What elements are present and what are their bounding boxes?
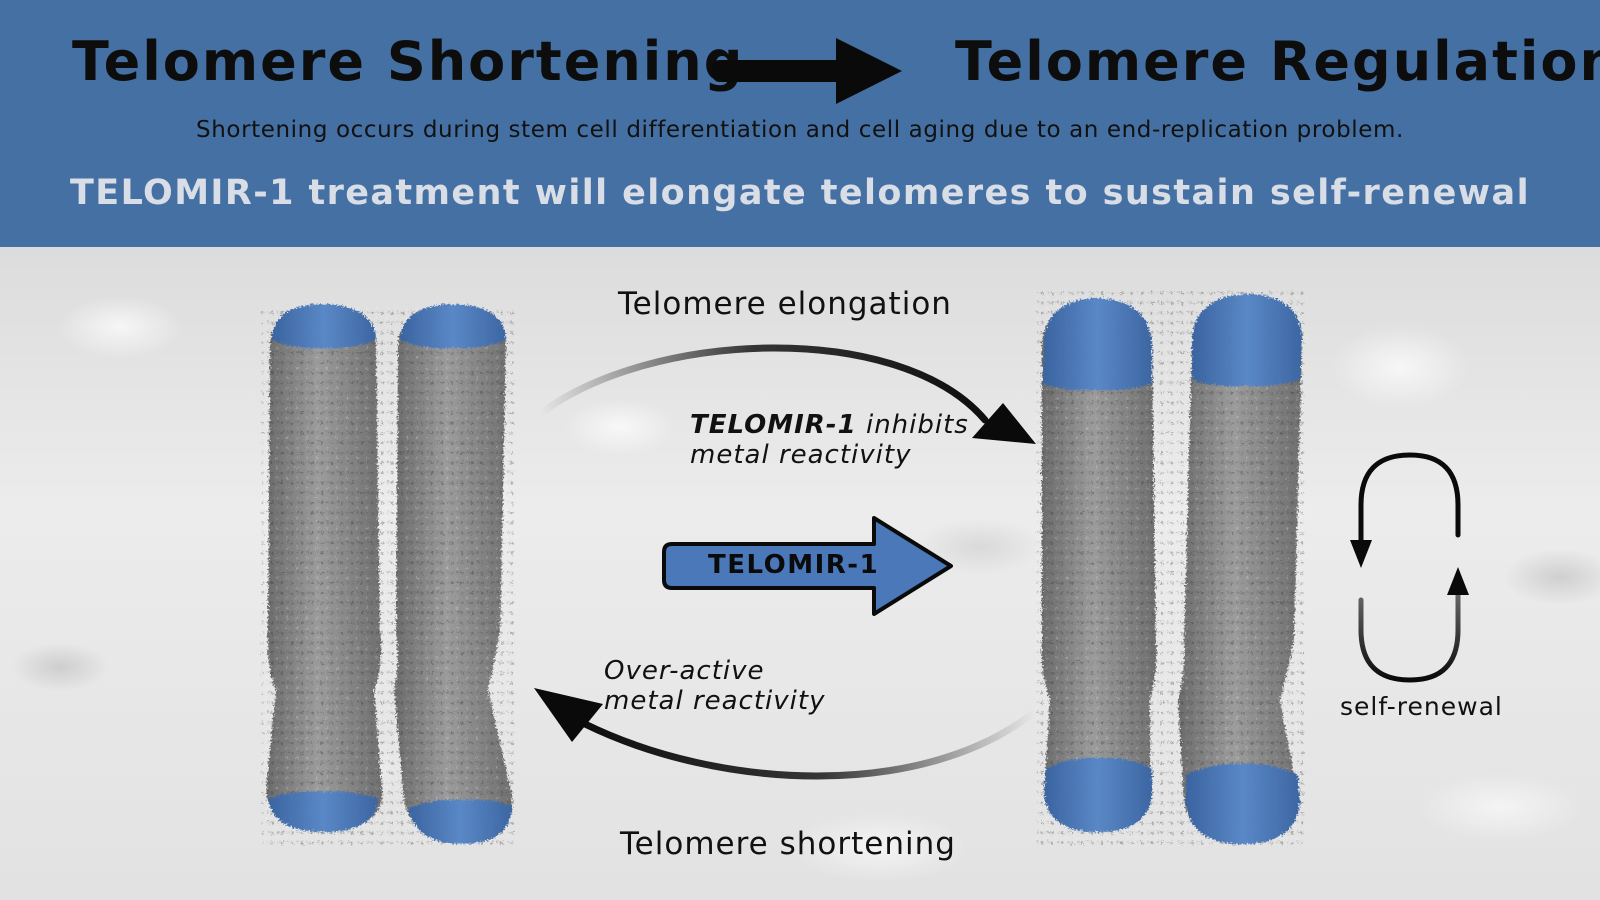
chromatid-texture xyxy=(262,305,517,845)
telomere-cap-bottom-right xyxy=(408,799,512,844)
title-telomere-shortening: Telomere Shortening xyxy=(72,30,745,93)
chromosome-shortened xyxy=(262,304,517,845)
shortening-label: Telomere shortening xyxy=(620,826,956,862)
right-arrow-icon xyxy=(712,38,902,104)
inhibits-caption: TELOMIR-1 inhibits xyxy=(690,410,969,440)
overactive-caption-line2: metal reactivity xyxy=(604,686,826,716)
chromosome-elongated xyxy=(1035,292,1307,847)
telomere-cap-bottom-left xyxy=(1044,757,1152,832)
elongation-arrow xyxy=(536,344,1036,444)
telomere-cap-top-right xyxy=(400,304,506,349)
telomere-cap-top-left xyxy=(272,304,376,349)
header-banner xyxy=(0,0,1600,247)
telomere-cap-bottom-right xyxy=(1186,763,1300,844)
header-subtitle: Shortening occurs during stem cell diffe… xyxy=(196,117,1404,143)
title-telomere-regulation: Telomere Regulation xyxy=(955,30,1600,93)
drug-arrow-label: TELOMIR-1 xyxy=(708,550,880,580)
inhibits-verb: inhibits xyxy=(856,410,969,440)
header-tagline: TELOMIR-1 treatment will elongate telome… xyxy=(70,173,1530,213)
block-right-arrow-icon xyxy=(662,516,953,616)
cycle-arrows-icon xyxy=(1350,452,1469,683)
overactive-caption: Over-active xyxy=(604,656,765,686)
self-renewal-label: self-renewal xyxy=(1340,692,1503,721)
shortening-arrow xyxy=(534,688,1036,780)
telomere-cap-bottom-left xyxy=(268,791,378,832)
telomere-cap-top-left xyxy=(1043,298,1152,391)
inhibits-caption-line2: metal reactivity xyxy=(690,440,912,470)
elongation-label: Telomere elongation xyxy=(618,286,952,322)
telomere-cap-top-right xyxy=(1192,294,1302,387)
inhibits-drug-name: TELOMIR-1 xyxy=(690,410,857,440)
